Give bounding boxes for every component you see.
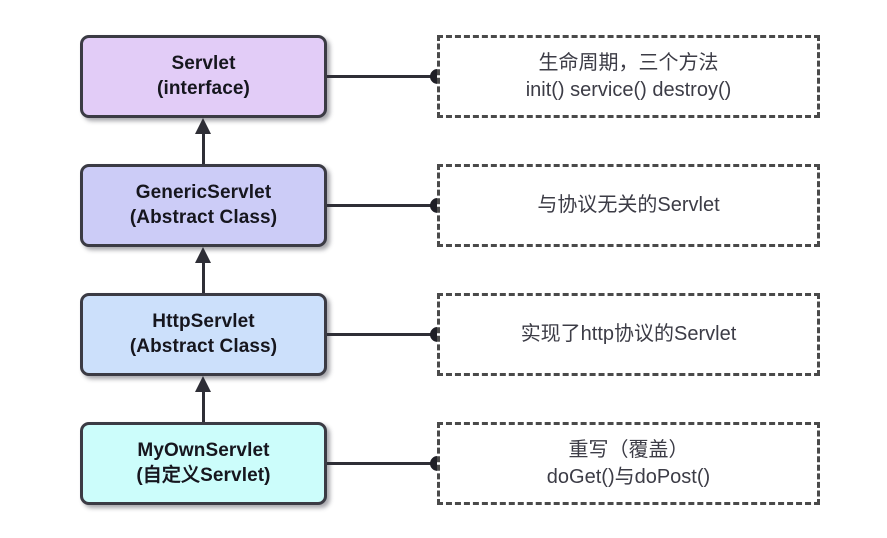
class-stereotype-genericservlet: (Abstract Class) <box>129 206 278 228</box>
arrow-head-icon <box>195 376 211 392</box>
note-connector-line-genericservlet <box>327 204 437 207</box>
note-connector-line-servlet <box>327 75 437 78</box>
arrow-shaft <box>202 389 205 422</box>
inheritance-arrow-http-to-generic <box>195 247 212 293</box>
inheritance-arrow-generic-to-servlet <box>195 118 212 164</box>
note-box-genericservlet[interactable]: 与协议无关的Servlet <box>437 164 820 247</box>
note-line-2: init() service() destroy() <box>525 78 732 101</box>
note-line-1: 实现了http协议的Servlet <box>520 323 737 346</box>
note-box-myownservlet[interactable]: 重写（覆盖） doGet()与doPost() <box>437 422 820 505</box>
arrow-head-icon <box>195 247 211 263</box>
arrow-shaft <box>202 131 205 164</box>
note-connector-line-myownservlet <box>327 462 437 465</box>
note-line-1: 重写（覆盖） <box>568 438 689 461</box>
note-box-httpservlet[interactable]: 实现了http协议的Servlet <box>437 293 820 376</box>
arrow-head-icon <box>195 118 211 134</box>
class-box-genericservlet[interactable]: GenericServlet (Abstract Class) <box>80 164 327 247</box>
class-name-httpservlet: HttpServlet <box>152 311 255 333</box>
note-connector-line-httpservlet <box>327 333 437 336</box>
class-box-servlet[interactable]: Servlet (interface) <box>80 35 327 118</box>
class-name-servlet: Servlet <box>171 53 236 75</box>
class-name-genericservlet: GenericServlet <box>135 182 272 204</box>
note-box-servlet[interactable]: 生命周期，三个方法 init() service() destroy() <box>437 35 820 118</box>
note-line-1: 生命周期，三个方法 <box>538 51 719 74</box>
note-line-1: 与协议无关的Servlet <box>537 194 720 217</box>
class-stereotype-myownservlet: (自定义Servlet) <box>136 464 271 486</box>
class-box-httpservlet[interactable]: HttpServlet (Abstract Class) <box>80 293 327 376</box>
class-name-myownservlet: MyOwnServlet <box>137 440 270 462</box>
class-stereotype-httpservlet: (Abstract Class) <box>129 335 278 357</box>
class-box-myownservlet[interactable]: MyOwnServlet (自定义Servlet) <box>80 422 327 505</box>
inheritance-arrow-myown-to-http <box>195 376 212 422</box>
arrow-shaft <box>202 260 205 293</box>
note-line-2: doGet()与doPost() <box>546 465 711 488</box>
class-stereotype-servlet: (interface) <box>157 77 250 99</box>
